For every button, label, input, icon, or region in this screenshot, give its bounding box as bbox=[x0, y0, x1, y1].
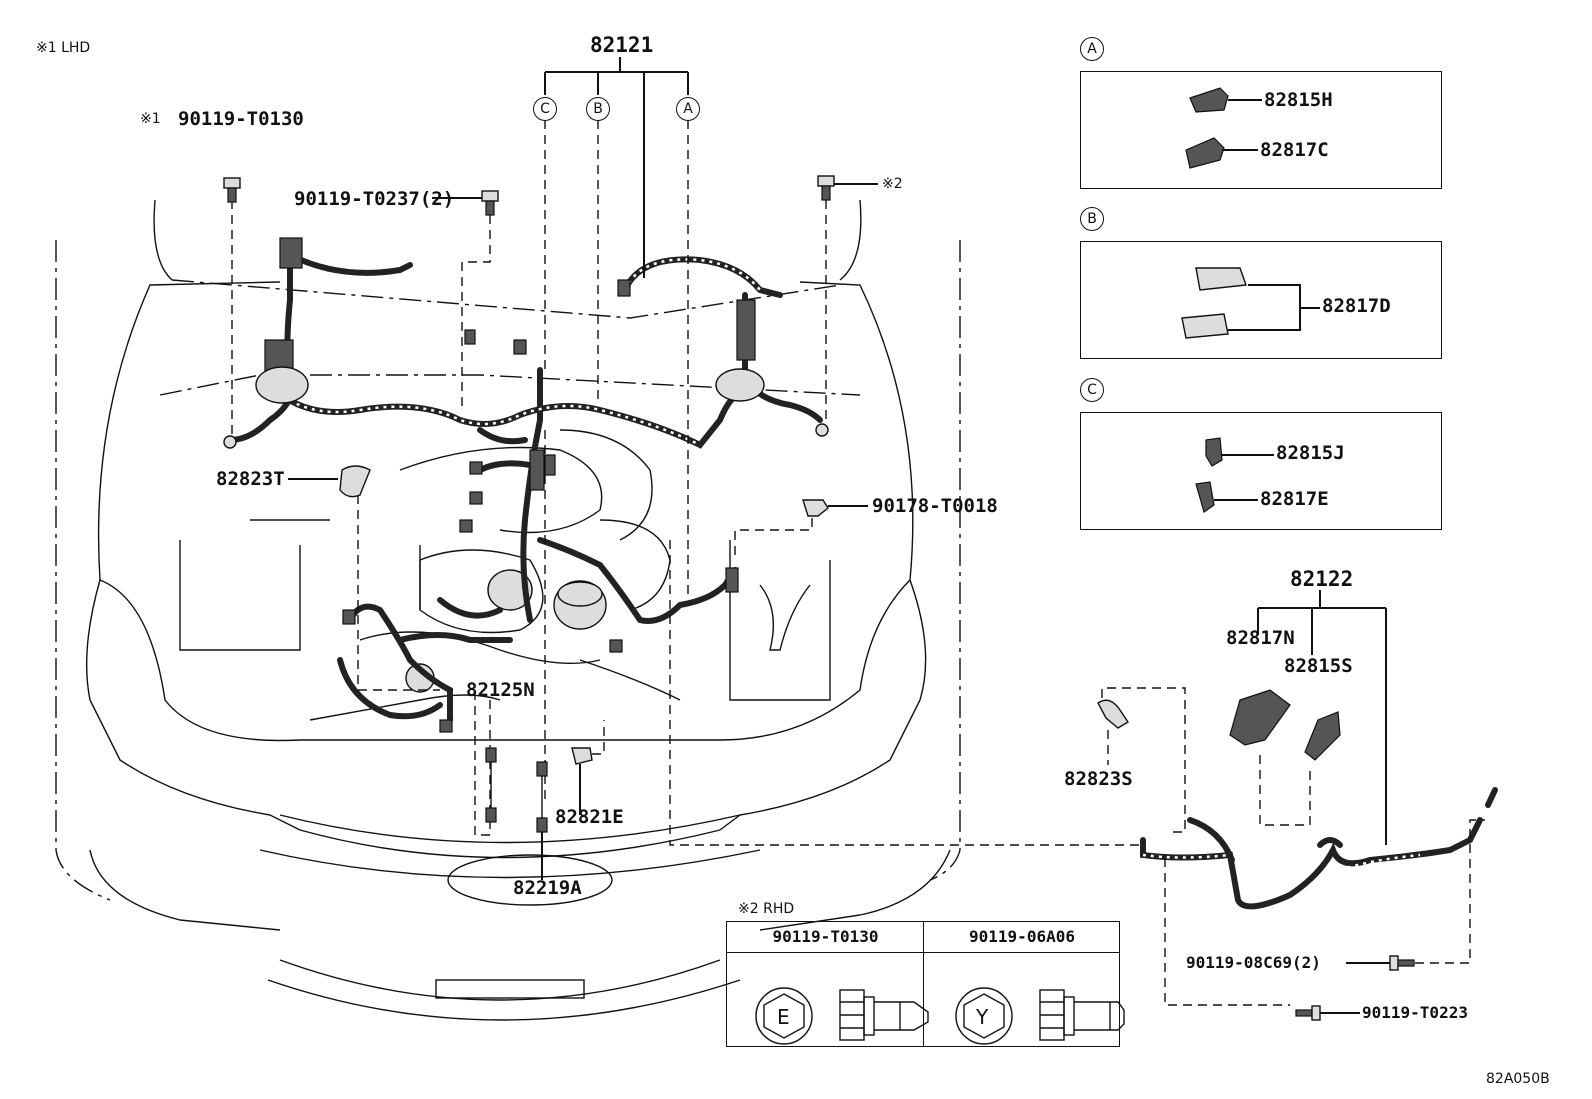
inset-a-part-1: 82815H bbox=[1264, 89, 1333, 111]
wire-82125N-label: 82125N bbox=[466, 679, 535, 701]
bolt-0237-label: 90119-T0237(2) bbox=[294, 188, 455, 210]
cover-82817N-label: 82817N bbox=[1226, 627, 1295, 649]
callout-b: B bbox=[586, 97, 610, 121]
callout-c: C bbox=[533, 97, 557, 121]
rhd-column-e-part: 90119-T0130 bbox=[727, 922, 924, 953]
lhd-note: ※1 LHD bbox=[36, 40, 91, 56]
inset-c-part-2: 82817E bbox=[1260, 488, 1329, 510]
main-harness-drawing bbox=[223, 237, 829, 733]
clip-82823T-label: 82823T bbox=[216, 468, 285, 490]
rhd-mark-y: Y bbox=[976, 1005, 989, 1029]
holder-82821E-label: 82821E bbox=[555, 806, 624, 828]
vehicle-body-outline bbox=[55, 199, 961, 1021]
callout-a: A bbox=[676, 97, 700, 121]
cover-82815S-label: 82815S bbox=[1284, 655, 1353, 677]
diagram-code: 82A050B bbox=[1486, 1071, 1550, 1087]
ref-mark-1: ※1 bbox=[140, 111, 161, 127]
bolt-08C69-label: 90119-08C69(2) bbox=[1186, 953, 1321, 972]
bolt-T0223-label: 90119-T0223 bbox=[1362, 1003, 1468, 1022]
rhd-column-y-part: 90119-06A06 bbox=[924, 922, 1120, 953]
ref-mark-2: ※2 bbox=[882, 176, 903, 192]
fastener-leaders bbox=[223, 175, 1140, 880]
rhd-bolt-sketches bbox=[755, 987, 1125, 1045]
inset-c-part-1: 82815J bbox=[1276, 442, 1345, 464]
bolt-lhd-label: 90119-T0130 bbox=[178, 108, 304, 130]
clip-82823S-label: 82823S bbox=[1064, 768, 1133, 790]
rhd-column-e: 90119-T0130 bbox=[727, 922, 924, 1046]
inset-b-part-1: 82817D bbox=[1322, 295, 1391, 317]
inset-part-sketches bbox=[1181, 87, 1320, 513]
inset-b-box bbox=[1080, 241, 1442, 359]
inset-a-callout: A bbox=[1080, 37, 1104, 61]
sub-harness-label: 82122 bbox=[1290, 567, 1354, 591]
rhd-note: ※2 RHD bbox=[738, 901, 795, 917]
sub-harness-drawing bbox=[1097, 590, 1498, 1021]
wire-82219A-label: 82219A bbox=[513, 877, 582, 899]
rhd-column-y: 90119-06A06 bbox=[923, 922, 1120, 1046]
main-harness-label: 82121 bbox=[590, 33, 654, 57]
inset-a-part-2: 82817C bbox=[1260, 139, 1329, 161]
rhd-mark-e: E bbox=[777, 1005, 790, 1029]
nut-90178-label: 90178-T0018 bbox=[872, 495, 998, 517]
inset-c-callout: C bbox=[1080, 378, 1104, 402]
inset-a-box bbox=[1080, 71, 1442, 189]
rhd-bolt-table: 90119-T0130 90119-06A06 bbox=[726, 921, 1120, 1047]
main-harness-leaders bbox=[544, 57, 689, 800]
inset-b-callout: B bbox=[1080, 207, 1104, 231]
inset-c-box bbox=[1080, 412, 1442, 530]
